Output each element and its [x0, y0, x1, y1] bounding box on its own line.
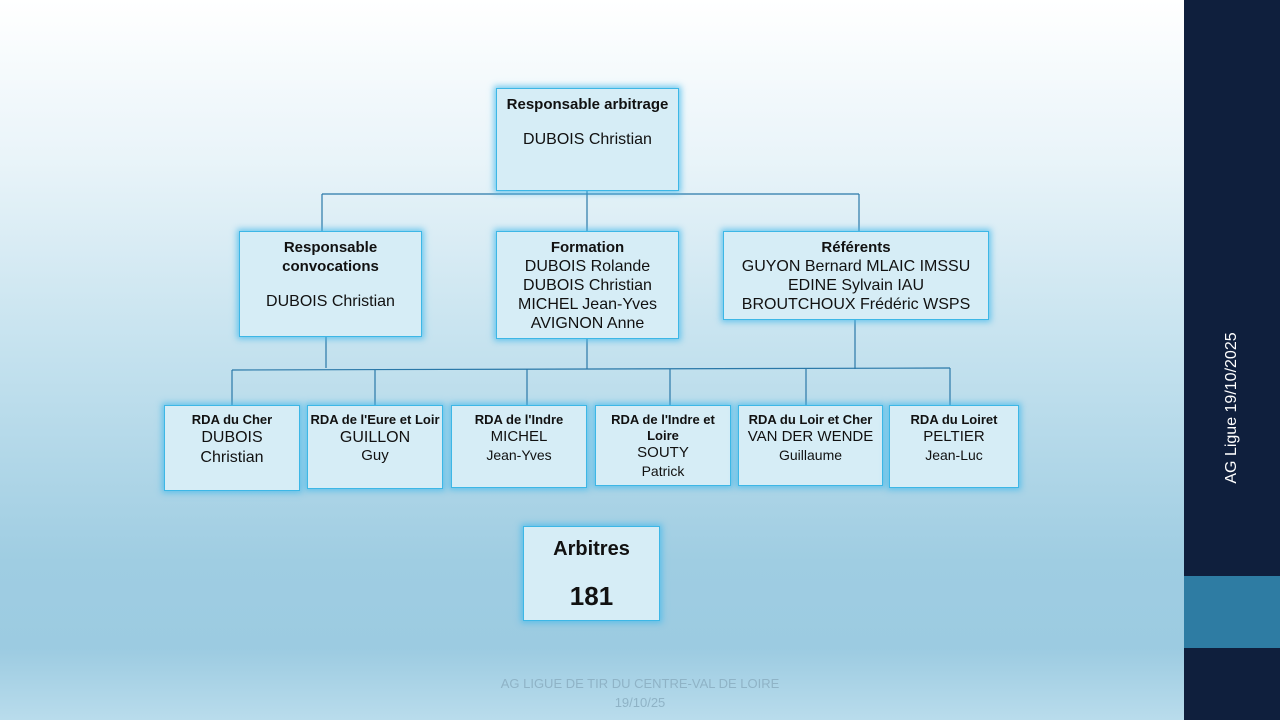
box-name: DUBOIS Christian — [266, 293, 395, 310]
sidebar-label: AG Ligue 19/10/2025 — [1223, 332, 1240, 484]
box-name: DUBOIS Christian — [523, 277, 652, 294]
box-name: AVIGNON Anne — [530, 315, 645, 332]
arbitres-title: Arbitres — [553, 538, 630, 560]
box-name: GUYON Bernard MLAIC IMSSU — [741, 258, 971, 275]
org-box-rda-cher: RDA du Cher DUBOIS Christian — [164, 405, 300, 491]
arbitres-count: 181 — [569, 581, 614, 611]
box-title: RDA de l'Eure et Loir — [310, 412, 440, 427]
box-title: Référents — [821, 239, 891, 256]
box-name: SOUTY — [637, 444, 689, 461]
sidebar: AG Ligue 19/10/2025 — [1184, 0, 1280, 720]
box-name: MICHEL Jean-Yves — [517, 296, 657, 313]
box-name: Guillaume — [778, 447, 843, 463]
box-name: Jean-Yves — [486, 447, 552, 463]
box-title: RDA de l'Indre et Loire — [611, 412, 715, 443]
box-name: DUBOIS Rolande — [524, 258, 651, 275]
org-box-referents: Référents GUYON Bernard MLAIC IMSSU EDIN… — [723, 231, 989, 320]
sidebar-accent-band — [1184, 576, 1280, 648]
box-name: VAN DER WENDE — [747, 428, 874, 445]
box-name: Christian — [200, 449, 264, 466]
box-title: Formation — [550, 239, 625, 256]
box-name: MICHEL — [490, 428, 548, 445]
box-title: RDA du Loiret — [910, 412, 998, 427]
org-box-rda-loiret: RDA du Loiret PELTIER Jean-Luc — [889, 405, 1019, 488]
box-name: Guy — [361, 447, 389, 464]
box-title: Responsable arbitrage — [506, 96, 669, 113]
box-title: RDA de l'Indre — [474, 412, 564, 427]
org-box-rda-eure-et-loir: RDA de l'Eure et Loir GUILLON Guy — [307, 405, 443, 489]
box-name: Jean-Luc — [925, 447, 983, 463]
org-box-rda-indre: RDA de l'Indre MICHEL Jean-Yves — [451, 405, 587, 488]
slide: Responsable arbitrage DUBOIS Christian R… — [164, 88, 1019, 621]
box-name: Patrick — [641, 463, 685, 479]
footer-title: AG LIGUE DE TIR DU CENTRE-VAL DE LOIRE — [500, 676, 780, 691]
box-name: DUBOIS Christian — [523, 131, 652, 148]
box-name: GUILLON — [339, 429, 411, 446]
org-box-responsable-arbitrage: Responsable arbitrage DUBOIS Christian — [496, 88, 679, 191]
org-box-formation: Formation DUBOIS Rolande DUBOIS Christia… — [496, 231, 679, 339]
box-name: EDINE Sylvain IAU — [787, 277, 925, 294]
org-box-rda-indre-et-loire: RDA de l'Indre et Loire SOUTY Patrick — [595, 405, 731, 486]
box-name: PELTIER — [923, 428, 985, 445]
box-name: DUBOIS — [201, 429, 263, 446]
box-title: RDA du Loir et Cher — [748, 412, 873, 427]
org-box-rda-loir-et-cher: RDA du Loir et Cher VAN DER WENDE Guilla… — [738, 405, 883, 486]
box-title: Responsable convocations — [282, 239, 379, 275]
org-box-responsable-convocations: Responsable convocations DUBOIS Christia… — [239, 231, 422, 337]
footer-date: 19/10/25 — [614, 695, 666, 710]
box-name: BROUTCHOUX Frédéric WSPS — [741, 296, 971, 313]
arbitres-box: Arbitres 181 — [523, 526, 660, 621]
box-title: RDA du Cher — [191, 412, 273, 427]
connector-lines — [231, 190, 951, 405]
